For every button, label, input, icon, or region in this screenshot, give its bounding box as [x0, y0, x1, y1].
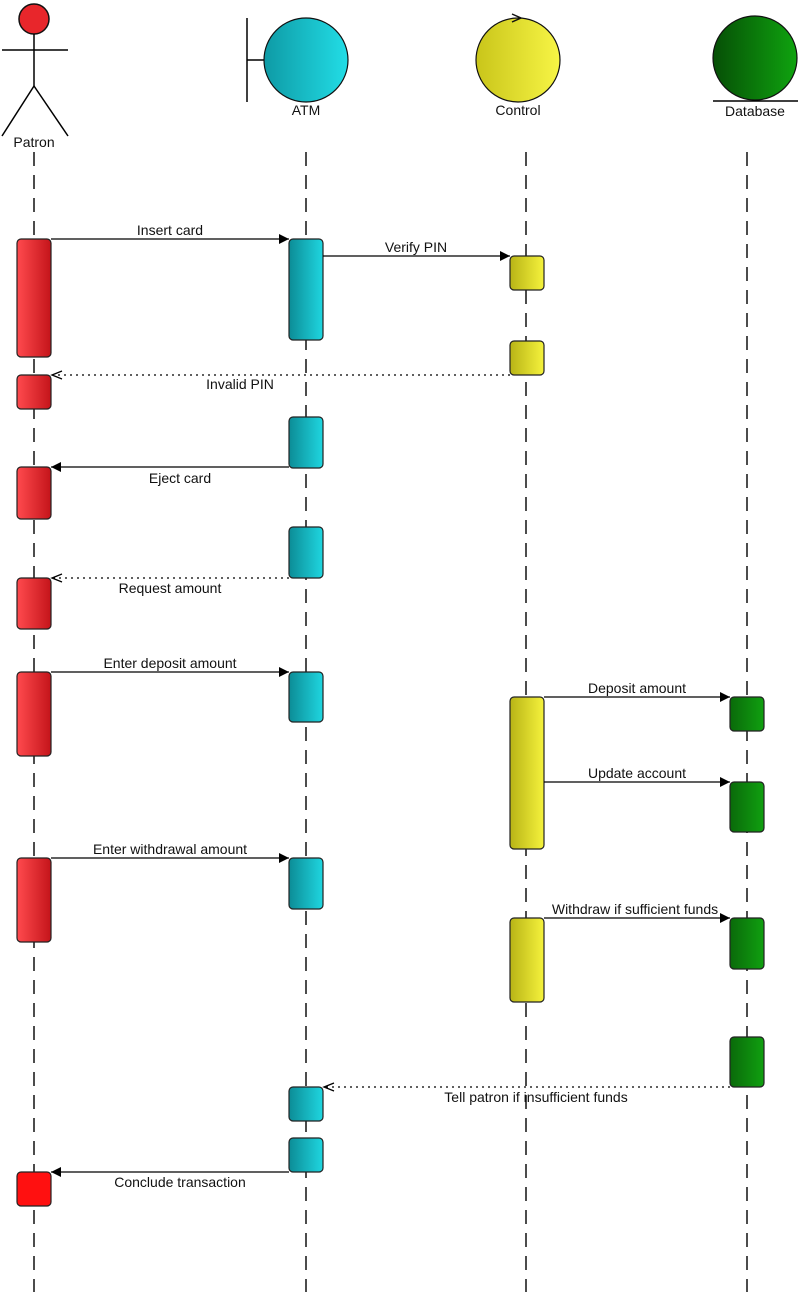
activation-bar — [288, 526, 324, 579]
activation-bar — [729, 1036, 765, 1088]
lifeline-label-control: Control — [495, 102, 540, 118]
arrowhead-open — [50, 573, 63, 583]
activation-bar — [288, 857, 324, 910]
message-withdraw-if-sufficient: Withdraw if sufficient funds — [544, 901, 730, 923]
activation-bar — [509, 696, 545, 850]
lifeline-label-database: Database — [725, 103, 785, 119]
actor-icon — [1, 3, 69, 137]
message-request-amount: Request amount — [50, 573, 289, 596]
message-label: Request amount — [119, 580, 222, 596]
message-enter-withdrawal-amount: Enter withdrawal amount — [51, 841, 289, 863]
message-label: Deposit amount — [588, 680, 686, 696]
arrowhead-open — [50, 370, 63, 380]
message-label: Enter deposit amount — [103, 655, 236, 671]
activations-atm — [288, 238, 324, 1173]
lifeline-head-control: Control — [475, 13, 561, 118]
message-invalid-pin: Invalid PIN — [50, 370, 510, 392]
arrowhead-open — [322, 1082, 335, 1092]
message-label: Conclude transaction — [114, 1174, 246, 1190]
activations-patron — [16, 238, 52, 1207]
activation-bar — [288, 671, 324, 723]
activation-bar — [509, 917, 545, 1003]
entity-icon — [712, 15, 798, 102]
message-label: Tell patron if insufficient funds — [444, 1089, 627, 1105]
activation-bar — [288, 416, 324, 469]
message-label: Withdraw if sufficient funds — [552, 901, 718, 917]
message-label: Update account — [588, 765, 686, 781]
message-eject-card: Eject card — [51, 462, 289, 486]
activation-bar — [509, 255, 545, 291]
message-label: Invalid PIN — [206, 376, 274, 392]
lifeline-label-atm: ATM — [292, 102, 321, 118]
message-deposit-amount: Deposit amount — [544, 680, 730, 702]
activation-bar — [729, 917, 765, 970]
lifeline-lines — [33, 152, 748, 1292]
lifeline-head-atm: ATM — [246, 17, 349, 118]
message-conclude-transaction: Conclude transaction — [51, 1167, 289, 1190]
message-label: Eject card — [149, 470, 211, 486]
message-verify-pin: Verify PIN — [323, 239, 510, 261]
activation-bar — [509, 340, 545, 376]
message-tell-patron-insufficient: Tell patron if insufficient funds — [322, 1082, 730, 1105]
activations-control — [509, 255, 545, 1003]
activation-bar — [16, 671, 52, 757]
activation-bar — [16, 1171, 52, 1207]
message-enter-deposit-amount: Enter deposit amount — [51, 655, 289, 677]
message-label: Verify PIN — [385, 239, 447, 255]
activation-bar — [288, 1137, 324, 1173]
activation-bar — [16, 374, 52, 410]
activation-bar — [16, 857, 52, 943]
activation-bar — [16, 466, 52, 520]
message-update-account: Update account — [544, 765, 730, 787]
activation-bar — [288, 1086, 324, 1122]
activation-bar — [16, 238, 52, 358]
activation-bar — [729, 696, 765, 732]
activation-bar — [16, 577, 52, 630]
lifeline-head-database: Database — [712, 15, 798, 119]
activation-bar — [729, 781, 765, 833]
lifeline-head-patron: Patron — [1, 3, 69, 150]
control-icon — [475, 13, 561, 103]
activations-database — [729, 696, 765, 1088]
message-label: Enter withdrawal amount — [93, 841, 247, 857]
message-insert-card: Insert card — [51, 222, 289, 244]
message-label: Insert card — [137, 222, 203, 238]
activation-bar — [288, 238, 324, 341]
lifeline-label-patron: Patron — [13, 134, 54, 150]
boundary-icon — [246, 17, 349, 103]
